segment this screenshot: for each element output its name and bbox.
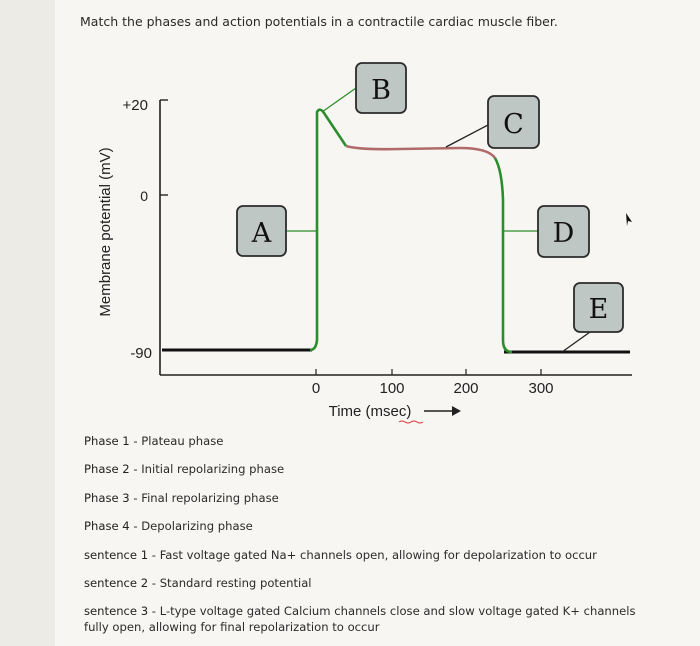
answer-separator: - <box>129 434 142 448</box>
answer-text: Fast voltage gated Na+ channels open, al… <box>159 547 597 562</box>
plateau-trace <box>345 144 497 159</box>
answer-item[interactable]: Phase 2 - Initial repolarizing phase <box>84 461 654 477</box>
answer-separator: - <box>129 490 142 505</box>
answer-term: sentence 1 <box>84 547 149 562</box>
x-tick-label: 200 <box>453 380 478 397</box>
answer-text: Depolarizing phase <box>141 519 253 534</box>
drop-box-e[interactable]: E <box>573 282 624 333</box>
answer-term: sentence 2 <box>84 575 149 590</box>
box-letter: B <box>371 75 391 106</box>
connector-c <box>445 124 489 148</box>
box-letter: D <box>553 218 575 249</box>
answer-term: sentence 3 <box>84 604 149 619</box>
x-tick-label: 100 <box>379 380 404 397</box>
question-text: Match the phases and action potentials i… <box>80 14 558 29</box>
x-axis-label: Time (msec) <box>329 403 412 420</box>
box-letter: A <box>251 218 272 249</box>
spellcheck-underline <box>398 420 424 424</box>
answer-item[interactable]: Phase 3 - Final repolarizing phase <box>84 490 654 506</box>
answer-term: Phase 2 <box>84 462 130 477</box>
cursor-icon <box>626 213 632 226</box>
answer-text: Initial repolarizing phase <box>141 462 285 477</box>
answer-separator: - <box>129 519 142 534</box>
answer-term: Phase 1 <box>84 434 130 448</box>
depolarization-trace <box>309 108 348 352</box>
box-letter: C <box>503 109 524 140</box>
answer-item[interactable]: Phase 4 - Depolarizing phase <box>84 518 654 534</box>
x-tick-label: 0 <box>312 380 320 397</box>
answer-term: Phase 3 <box>84 490 130 505</box>
answer-separator: - <box>148 547 160 562</box>
answer-separator: - <box>148 575 160 590</box>
y-tick-label: +20 <box>123 97 148 114</box>
answer-text: L-type voltage gated Calcium channels cl… <box>84 604 636 635</box>
y-tick-label: 0 <box>140 188 148 204</box>
drop-box-c[interactable]: C <box>487 95 540 149</box>
drop-box-b[interactable]: B <box>355 62 407 114</box>
answer-separator: - <box>148 604 160 619</box>
repolarization-trace <box>493 157 513 354</box>
answer-text: Standard resting potential <box>159 575 312 590</box>
time-arrow-icon <box>424 406 461 416</box>
answer-item[interactable]: Phase 1 - Plateau phase <box>84 433 654 449</box>
answer-text: Plateau phase <box>141 434 224 448</box>
y-axis-label: Membrane potential (mV) <box>97 147 114 316</box>
connector-e <box>561 331 591 353</box>
connector-b <box>321 87 357 113</box>
answer-separator: - <box>129 462 142 477</box>
y-tick-label: -90 <box>130 345 152 362</box>
answer-term: Phase 4 <box>84 519 130 534</box>
answer-text: Final repolarizing phase <box>141 490 279 505</box>
drop-box-a[interactable]: A <box>236 205 287 257</box>
x-tick-label: 300 <box>528 380 553 397</box>
answer-item[interactable]: sentence 3 - L-type voltage gated Calciu… <box>84 603 654 635</box>
drop-box-d[interactable]: D <box>537 205 590 258</box>
box-letter: E <box>589 294 609 325</box>
answer-item[interactable]: sentence 2 - Standard resting potential <box>84 575 654 591</box>
answer-item[interactable]: sentence 1 - Fast voltage gated Na+ chan… <box>84 547 654 563</box>
answer-list: Phase 1 - Plateau phase Phase 2 - Initia… <box>84 433 654 635</box>
